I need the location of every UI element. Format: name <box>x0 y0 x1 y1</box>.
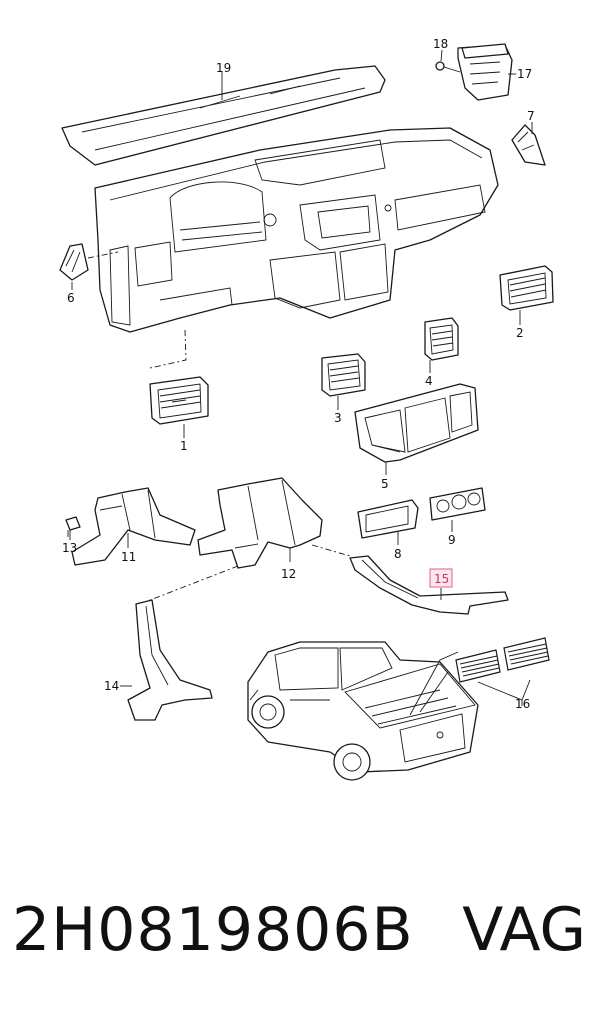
part-19-defroster-trim <box>61 65 386 166</box>
callout-17: 17 <box>517 67 532 81</box>
guide-duct-14 <box>144 565 239 603</box>
callout-11: 11 <box>121 550 136 564</box>
callout-13: 13 <box>62 541 77 555</box>
part-2-air-vent-right <box>499 265 554 311</box>
callout-19: 19 <box>216 61 231 75</box>
dashboard-panel <box>94 127 499 333</box>
highlight-box-15 <box>429 568 453 588</box>
part-13-clip <box>65 516 81 537</box>
callout-9: 9 <box>448 533 456 547</box>
brand-label: VAG <box>462 895 586 965</box>
part-17-storage-box <box>457 43 513 101</box>
part-3-center-air-vent <box>321 353 366 397</box>
callout-3: 3 <box>334 411 342 425</box>
part-number-label: 2H0819806B <box>12 895 414 965</box>
leader-16 <box>477 679 531 706</box>
exploded-parts-diagram: 19 18 17 7 6 2 4 3 1 5 8 9 13 11 12 15 1… <box>59 37 554 781</box>
callout-7: 7 <box>527 109 535 123</box>
part-6-side-trim-left <box>59 243 89 281</box>
part-11-air-duct-left <box>71 487 196 566</box>
callout-1: 1 <box>180 439 188 453</box>
part-18-screw <box>435 61 461 73</box>
part-7-side-trim-right <box>511 124 546 166</box>
part-16-rear-vent-grilles <box>455 637 550 683</box>
callout-18: 18 <box>433 37 448 51</box>
part-15-rear-air-duct <box>349 555 509 615</box>
callout-12: 12 <box>281 567 296 581</box>
part-14-floor-duct <box>127 599 213 721</box>
callout-6: 6 <box>67 291 75 305</box>
callout-14: 14 <box>104 679 119 693</box>
callout-5: 5 <box>381 477 389 491</box>
part-9-control-panel <box>429 487 486 521</box>
pickup-truck-illustration <box>247 641 479 781</box>
callout-2: 2 <box>516 326 524 340</box>
callout-4: 4 <box>425 374 433 388</box>
part-8-switch-bezel <box>357 499 419 539</box>
guide-vent-1 <box>149 329 187 369</box>
part-1-air-vent-left <box>149 376 209 425</box>
leader-6-dash <box>87 251 119 259</box>
part-4-center-air-vent <box>424 317 459 361</box>
guide-duct-15 <box>311 544 351 557</box>
callout-16: 16 <box>515 697 530 711</box>
callout-15: 15 <box>434 572 449 586</box>
part-5-center-trim-frame <box>354 383 479 463</box>
part-12-air-duct-center <box>197 477 323 569</box>
leader-18 <box>440 49 443 62</box>
leader-16-a <box>409 651 459 716</box>
leader-16-b <box>419 671 449 713</box>
callout-8: 8 <box>394 547 402 561</box>
